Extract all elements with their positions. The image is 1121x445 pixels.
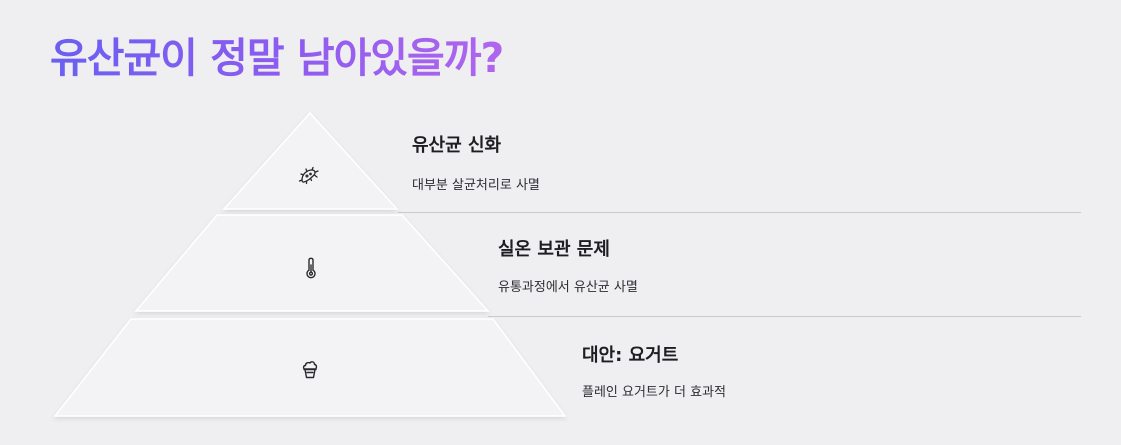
tier-2-heading: 실온 보관 문제 <box>498 239 610 260</box>
tier-3-description: 플레인 요거트가 더 효과적 <box>582 385 726 400</box>
yogurt-icon <box>298 357 322 381</box>
pyramid-tier-1 <box>222 111 399 210</box>
thermometer-icon <box>299 256 323 280</box>
tier-1-description: 대부분 살균처리로 사멸 <box>412 178 540 193</box>
tier-3-heading: 대안: 요거트 <box>582 345 679 366</box>
tier-divider-1 <box>398 212 1081 213</box>
page-title: 유산균이 정말 남아있을까? <box>50 24 504 84</box>
tier-divider-2 <box>488 316 1081 317</box>
bacteria-icon <box>297 164 321 188</box>
tier-1-heading: 유산균 신화 <box>412 135 502 156</box>
pyramid-tier-2 <box>134 214 490 312</box>
tier-2-description: 유통과정에서 유산균 사멸 <box>498 280 638 295</box>
pyramid-tier-3 <box>53 318 567 417</box>
